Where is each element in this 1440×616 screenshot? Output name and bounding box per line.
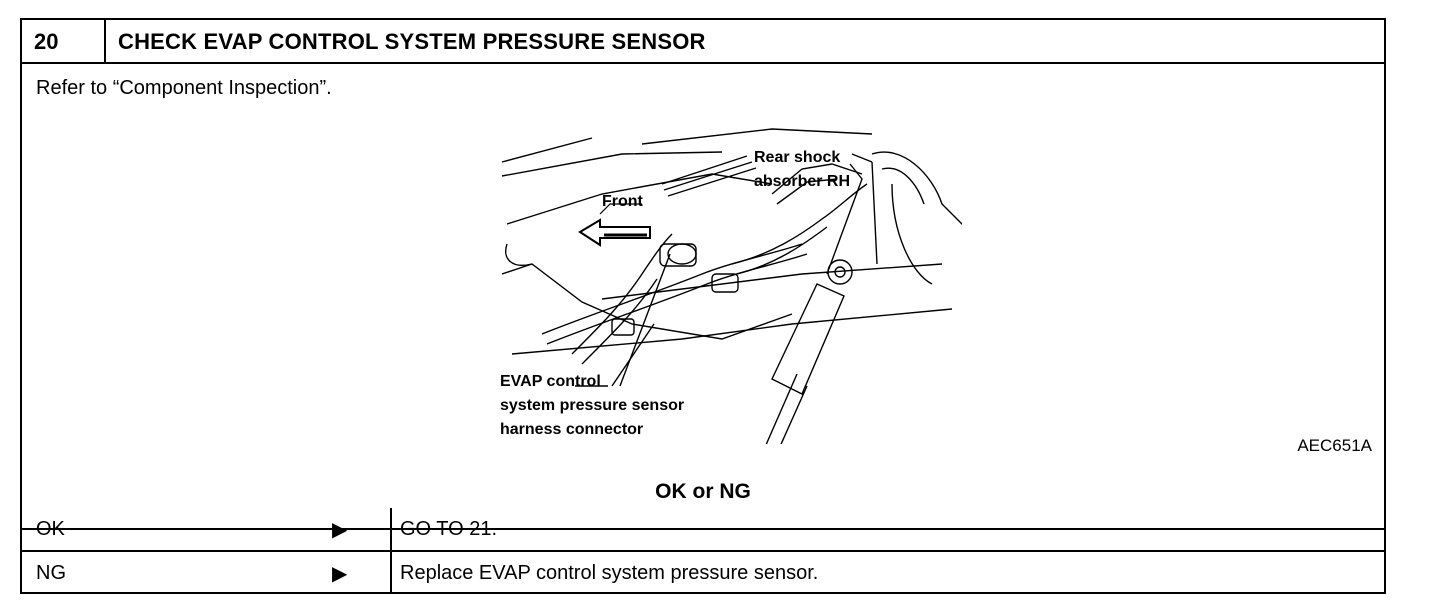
front-arrow-icon [578, 203, 651, 247]
column-divider [390, 552, 392, 594]
step-number: 20 [22, 20, 106, 62]
right-arrow-icon: ▶ [332, 563, 348, 585]
component-location-figure: Front Rear shock absorber RH EVAP contro… [500, 128, 962, 444]
label-front: Front [602, 193, 644, 210]
result-label: NG [36, 562, 66, 584]
diagnostic-step-table: 20 CHECK EVAP CONTROL SYSTEM PRESSURE SE… [20, 18, 1386, 594]
label-sensor-line1: EVAP control [500, 373, 601, 390]
label-sensor-line2: system pressure sensor [500, 397, 684, 414]
step-body: Refer to “Component Inspection”. [22, 64, 1384, 530]
decision-heading: OK or NG [655, 480, 751, 503]
right-arrow-icon: ▶ [332, 519, 348, 541]
figure-code: AEC651A [1297, 436, 1372, 455]
result-label: OK [36, 518, 65, 540]
column-divider [390, 508, 392, 550]
result-action: GO TO 21. [400, 518, 498, 540]
label-shock-line2: absorber RH [754, 173, 850, 190]
label-shock-line1: Rear shock [754, 149, 840, 166]
label-sensor-line3: harness connector [500, 421, 643, 438]
result-row-ng: NG ▶ Replace EVAP control system pressur… [22, 552, 1384, 594]
step-title: CHECK EVAP CONTROL SYSTEM PRESSURE SENSO… [118, 29, 706, 54]
instruction-text: Refer to “Component Inspection”. [36, 77, 332, 99]
result-action: Replace EVAP control system pressure sen… [400, 562, 819, 584]
step-header: 20 CHECK EVAP CONTROL SYSTEM PRESSURE SE… [22, 20, 1384, 64]
result-row-ok: OK ▶ GO TO 21. [22, 508, 1384, 552]
